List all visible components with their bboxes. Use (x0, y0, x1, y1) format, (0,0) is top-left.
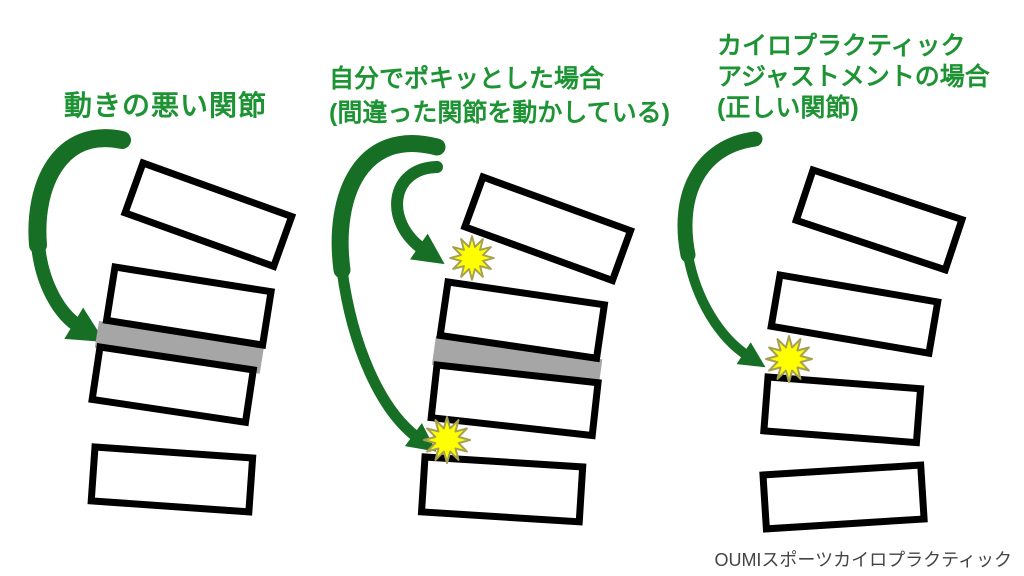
motion-arrow-middle-inner (391, 161, 445, 265)
panel-title-line: (正しい関節) (717, 94, 859, 122)
motion-arrow-middle-outer-lower (336, 264, 437, 452)
panel-adjustment-graphic (677, 131, 967, 533)
vertebra-rect (120, 158, 297, 271)
panel-self-crack-graphic (331, 134, 636, 526)
vertebra-rect (767, 270, 942, 358)
panel-title-line: 動きの悪い関節 (64, 90, 268, 121)
panel-title-line: (間違った関節を動かしている) (329, 99, 670, 127)
panel-stiff-joint-graphic (28, 129, 297, 516)
vertebra-rect (791, 165, 967, 275)
motion-arrow-right-lower (683, 250, 766, 368)
locked-joint-band (94, 321, 264, 374)
panel-title-line: アジャストメントの場合 (717, 63, 990, 91)
vertebra-rect (760, 373, 925, 447)
vertebra-rect (759, 461, 928, 533)
vertebra-rect (417, 453, 587, 526)
vertebra-rect (460, 172, 636, 285)
crack-starburst-upper (449, 235, 495, 281)
credit-text: OUMIスポーツカイロプラクティック (714, 550, 1012, 570)
motion-arrow-left-lower (31, 238, 105, 342)
panel-title-stiff-joint: 動きの悪い関節 (64, 84, 267, 124)
motion-arrow-right-upper (677, 131, 763, 263)
panel-title-self-crack: 自分でポキッとした場合 (間違った関節を動かしている) (329, 62, 670, 130)
vertebra-rect (427, 361, 602, 440)
motion-arrow-middle-outer-upper (331, 134, 446, 279)
panel-title-line: 自分でポキッとした場合 (329, 65, 605, 93)
panel-title-adjustment: カイロプラクティック アジャストメントの場合 (正しい関節) (717, 31, 990, 124)
vertebra-rect (88, 343, 258, 427)
vertebra-rect (436, 278, 609, 363)
vertebra-rect (102, 262, 276, 350)
panel-title-line: カイロプラクティック (717, 32, 966, 60)
motion-arrow-left-upper (28, 129, 131, 254)
vertebra-rect (87, 443, 257, 516)
